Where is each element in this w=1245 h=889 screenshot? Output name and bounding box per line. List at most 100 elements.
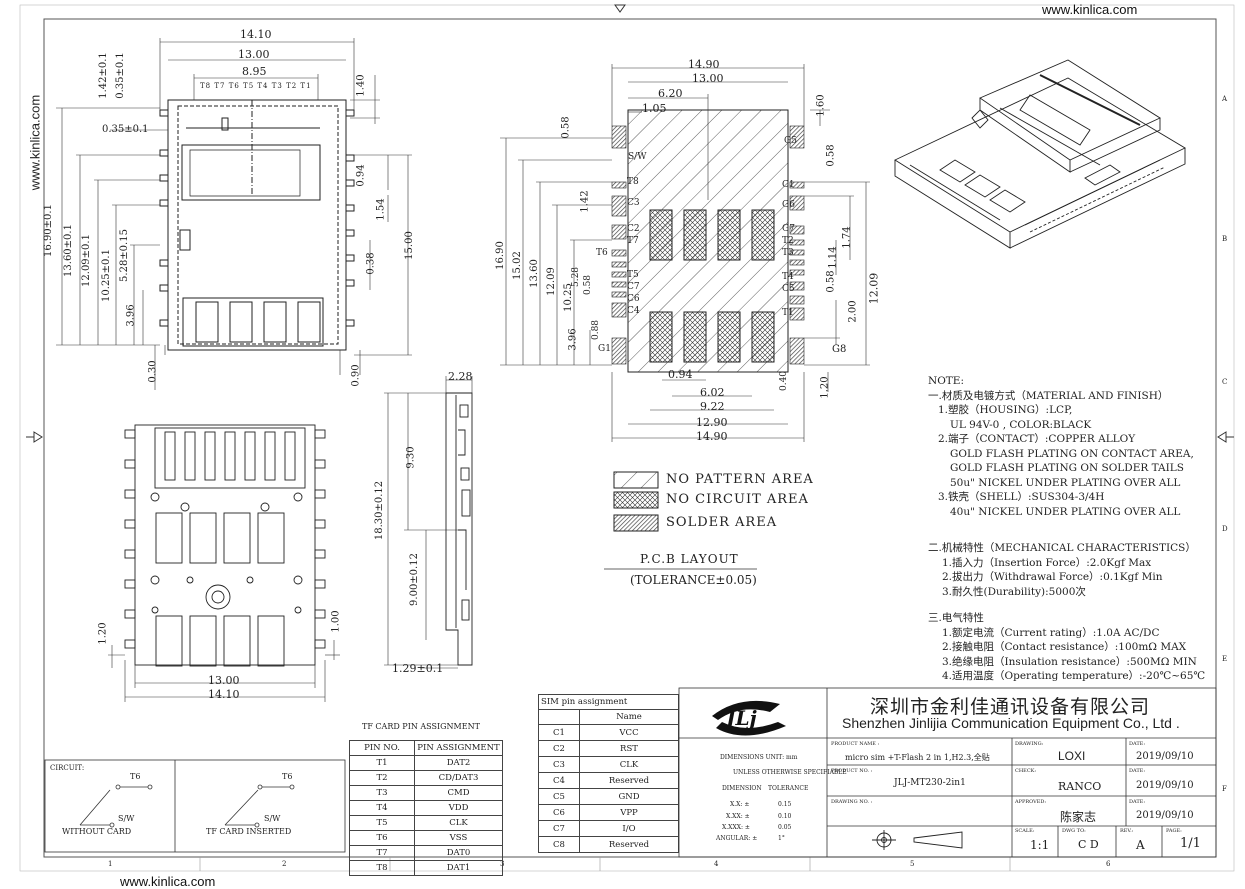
pcb-dim-9.22: 9.22 <box>700 400 725 413</box>
watermark-bottom: www.kinlica.com <box>120 874 216 889</box>
note-l1: 一.材质及电镀方式（MATERIAL AND FINISH） <box>928 389 1169 402</box>
pcb-dim-1.05: 1.05 <box>642 102 667 115</box>
pcb-pin-c1: C1 <box>782 180 795 190</box>
circuit-without-card: WITHOUT CARD <box>62 827 132 836</box>
dwg-value: C D <box>1078 838 1099 851</box>
pcb-pin-c3: C3 <box>627 198 640 208</box>
page-label: PAGE: <box>1166 828 1182 834</box>
tol-xx-value: 0.15 <box>778 801 792 808</box>
product-no-label: PRODUCT NO. : <box>831 768 873 774</box>
pcb-pin-c7: C7 <box>627 282 640 292</box>
note-l2: 1.塑胶（HOUSING）:LCP, <box>938 404 1073 416</box>
bottom-dim-14.10: 14.10 <box>208 688 240 701</box>
bottom-dim-13.00: 13.00 <box>208 674 240 687</box>
tolerance-label: TOLERANCE <box>768 785 809 792</box>
product-name-label: PRODUCT NAME : <box>831 741 880 747</box>
circuit-sw-b: S/W <box>264 814 281 823</box>
note-l17: 3.绝缘电阻（Insulation resistance）:500MΩ MIN <box>942 655 1197 668</box>
checked-by: RANCO <box>1058 780 1102 793</box>
tol-xxxx-label: X.XXX: ± <box>722 824 750 831</box>
page-value: 1/1 <box>1180 836 1201 851</box>
pcb-pin-c2: C2 <box>627 224 640 234</box>
legend-no-circuit: NO CIRCUIT AREA <box>666 492 809 507</box>
note-l4: 2.端子（CONTACT）:COPPER ALLOY <box>938 433 1136 445</box>
pcb-dim-0.94: 0.94 <box>668 368 693 381</box>
tol-angular-label: ANGULAR: ± <box>716 835 758 842</box>
note-l16: 2.接触电阻（Contact resistance）:100mΩ MAX <box>942 641 1187 653</box>
pcb-pin-t3: T3 <box>782 248 794 258</box>
frame-col-4: 4 <box>714 860 719 868</box>
note-l6: GOLD FLASH PLATING ON SOLDER TAILS <box>950 462 1184 474</box>
pcb-pin-c6: C6 <box>627 294 640 304</box>
note-l9: 40u" NICKEL UNDER PLATING OVER ALL <box>950 505 1181 518</box>
tf-table-title: TF CARD PIN ASSIGNMENT <box>362 722 480 731</box>
pcb-pin-g1: G1 <box>598 344 611 354</box>
note-l12: 2.拔出力（Withdrawal Force）:0.1Kgf Min <box>942 571 1163 583</box>
note-title: NOTE: <box>928 375 965 387</box>
frame-row-f: F <box>1222 785 1227 793</box>
dims-unit: DIMENSIONS UNIT: mm <box>720 754 798 761</box>
frame-row-c: C <box>1222 378 1228 386</box>
circuit-sw-a: S/W <box>118 814 135 823</box>
pcb-dim-12.90: 12.90 <box>696 416 728 429</box>
date-3: 2019/09/10 <box>1136 810 1194 821</box>
rev-label: REV.: <box>1120 828 1134 834</box>
jlj-logo-icon: JLj <box>712 700 786 736</box>
drawn-by: LOXI <box>1058 749 1086 763</box>
tol-xxx-value: 0.10 <box>778 813 792 820</box>
tol-xx-label: X.X: ± <box>730 801 750 808</box>
note-l13: 3.耐久性(Durability):5000次 <box>942 585 1086 598</box>
note-l14: 三.电气特性 <box>928 612 984 624</box>
frame-row-e: E <box>1222 655 1228 663</box>
note-l18: 4.适用温度（Operating temperature）:-20℃~65℃ <box>942 670 1206 682</box>
note-l3: UL 94V-0 , COLOR:BLACK <box>950 418 1092 431</box>
pcb-dim-13.00: 13.00 <box>692 72 724 85</box>
pcb-pin-t4: T4 <box>782 272 794 282</box>
date-label-1: DATE: <box>1129 741 1146 747</box>
pcb-pin-g6: G6 <box>782 200 795 210</box>
drawing-no-label: DRAWING NO. : <box>831 799 873 805</box>
approved-label: APPROVED: <box>1015 799 1047 805</box>
pcb-pin-t5: T5 <box>627 270 639 280</box>
legend-solder: SOLDER AREA <box>666 515 778 530</box>
frame-row-b: B <box>1222 235 1228 243</box>
watermark-top: www.kinlica.com <box>1042 2 1138 17</box>
pcb-dim-6.20: 6.20 <box>658 87 683 100</box>
dim-top-8.95: 8.95 <box>242 65 267 78</box>
pcb-pin-t8: T8 <box>627 177 639 187</box>
notes-block: NOTE: 一.材质及电镀方式（MATERIAL AND FINISH） 1.塑… <box>928 374 1205 684</box>
side-dim-2.28: 2.28 <box>448 370 473 383</box>
approved-by: 陈家志 <box>1060 810 1097 824</box>
pcb-pin-g7: G7 <box>782 224 795 234</box>
pcb-pin-t6: T6 <box>596 248 608 258</box>
rev-value: A <box>1136 838 1145 852</box>
tf-header-assign: PIN ASSIGNMENT <box>414 740 503 756</box>
product-no: JLJ-MT230-2in1 <box>894 778 966 788</box>
date-2: 2019/09/10 <box>1136 780 1194 791</box>
company-name-en: Shenzhen Jinlijia Communication Equipmen… <box>842 715 1180 731</box>
frame-col-1: 1 <box>108 860 113 868</box>
pcb-pin-c5: C5 <box>782 284 795 294</box>
tol-xxx-label: X.XX: ± <box>726 813 750 820</box>
pcb-dim-14.90-top: 14.90 <box>688 58 720 71</box>
drawing-label: DRAWING: <box>1015 741 1044 747</box>
pcb-pin-t2: T2 <box>782 236 794 246</box>
projection-symbol-icon <box>872 830 963 850</box>
circuit-t6-b: T6 <box>282 772 293 781</box>
company-name-cn: 深圳市金利佳通讯设备有限公司 <box>870 696 1151 718</box>
legend-no-pattern: NO PATTERN AREA <box>666 472 814 487</box>
dim-top-14.10: 14.10 <box>240 28 272 41</box>
